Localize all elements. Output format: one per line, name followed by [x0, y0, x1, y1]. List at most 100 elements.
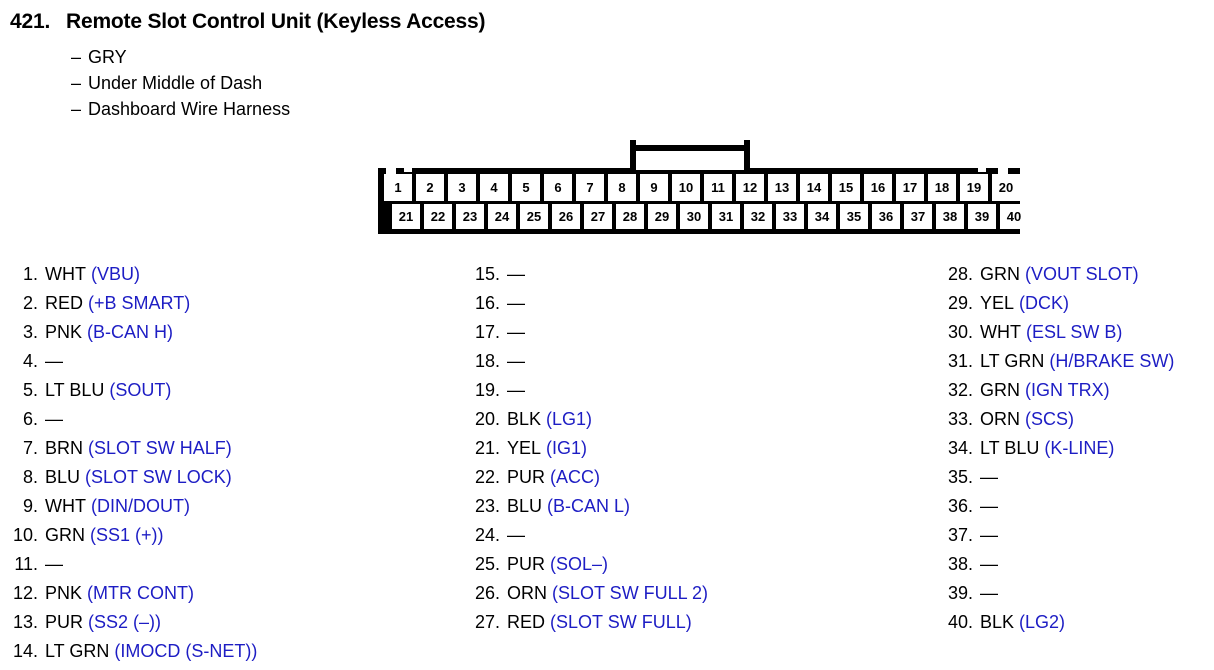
- connector-note: –GRY: [71, 44, 671, 70]
- pin-list-item: 8. BLU(SLOT SW LOCK): [4, 463, 454, 492]
- pin-number: 38.: [947, 554, 973, 574]
- pin-list-item: 14.LT GRN(IMOCD (S-NET)): [4, 637, 454, 666]
- pin-list-item: 27.RED(SLOT SW FULL): [466, 608, 926, 637]
- pin-unused-dash: —: [507, 322, 525, 342]
- connector-pin-24: 24: [488, 204, 516, 229]
- pin-number: 34.: [947, 438, 973, 458]
- pin-function: (SOUT): [109, 380, 172, 400]
- pin-list-item: 24. —: [466, 521, 926, 550]
- pin-wire-color: RED: [507, 612, 546, 632]
- pin-unused-dash: —: [45, 409, 63, 429]
- connector-pin-1: 1: [384, 174, 412, 201]
- pin-wire-color: PUR: [45, 612, 84, 632]
- pin-number: 6.: [22, 409, 38, 429]
- connector-pin-40: 40: [1000, 204, 1028, 229]
- pin-list-item: 36.—: [939, 492, 1214, 521]
- pin-list-item: 4. —: [4, 347, 454, 376]
- pin-number: 8.: [22, 467, 38, 487]
- pin-wire-color: GRN: [980, 264, 1020, 284]
- pin-function: (K-LINE): [1044, 438, 1115, 458]
- pin-unused-dash: —: [980, 467, 998, 487]
- pin-function: (VBU): [90, 264, 140, 284]
- pin-function: (+B SMART): [88, 293, 191, 313]
- pin-number: 24.: [474, 525, 500, 545]
- connector-pin-20: 20: [992, 174, 1020, 201]
- pin-number: 25.: [474, 554, 500, 574]
- pin-list-item: 20.BLK(LG1): [466, 405, 926, 434]
- pin-wire-color: BLK: [507, 409, 542, 429]
- pin-number: 35.: [947, 467, 973, 487]
- pin-list-item: 39.—: [939, 579, 1214, 608]
- connector-pin-2: 2: [416, 174, 444, 201]
- pin-list-item: 3.PNK(B-CAN H): [4, 318, 454, 347]
- latch-post-left: [630, 140, 636, 170]
- pin-number: 2.: [22, 293, 38, 313]
- pin-number: 21.: [474, 438, 500, 458]
- connector-pin-11: 11: [704, 174, 732, 201]
- connector-pin-7: 7: [576, 174, 604, 201]
- connector-pin-25: 25: [520, 204, 548, 229]
- connector-pin-35: 35: [840, 204, 868, 229]
- connector-pin-29: 29: [648, 204, 676, 229]
- pin-unused-dash: —: [45, 351, 63, 371]
- pin-function: (B-CAN L): [547, 496, 631, 516]
- pin-list-item: 29.YEL(DCK): [939, 289, 1214, 318]
- pin-wire-color: BLU: [45, 467, 81, 487]
- pin-list-item: 10. GRN(SS1 (+)): [4, 521, 454, 550]
- connector-pin-9: 9: [640, 174, 668, 201]
- pin-unused-dash: —: [980, 554, 998, 574]
- pin-number: 37.: [947, 525, 973, 545]
- pin-list-item: 25.PUR(SOL–): [466, 550, 926, 579]
- notch-left-inner: [404, 168, 412, 172]
- pin-function: (SLOT SW FULL 2): [552, 583, 709, 603]
- pin-number: 30.: [947, 322, 973, 342]
- pin-function: (SLOT SW LOCK): [85, 467, 232, 487]
- pin-number: 9.: [22, 496, 38, 516]
- connector-pin-18: 18: [928, 174, 956, 201]
- pin-unused-dash: —: [507, 525, 525, 545]
- pin-wire-color: RED: [45, 293, 84, 313]
- pin-list-item: 40.BLK(LG2): [939, 608, 1214, 637]
- pin-unused-dash: —: [507, 264, 525, 284]
- pin-wire-color: BLK: [980, 612, 1015, 632]
- pin-list-item: 35. —: [939, 463, 1214, 492]
- connector-pin-4: 4: [480, 174, 508, 201]
- pin-wire-color: LT BLU: [45, 380, 105, 400]
- note-dash-icon: –: [71, 73, 82, 93]
- pin-list-item: 21.YEL(IG1): [466, 434, 926, 463]
- pin-wire-color: PNK: [45, 583, 83, 603]
- pin-number: 22.: [474, 467, 500, 487]
- pin-number: 26.: [474, 583, 500, 603]
- pin-wire-color: ORN: [980, 409, 1020, 429]
- pin-list-item: 31.LT GRN(H/BRAKE SW): [939, 347, 1214, 376]
- pin-number: 33.: [947, 409, 973, 429]
- pin-wire-color: WHT: [980, 322, 1021, 342]
- pin-function: (SLOT SW FULL): [550, 612, 692, 632]
- pin-wire-color: GRN: [45, 525, 85, 545]
- connector-pin-3: 3: [448, 174, 476, 201]
- pin-number: 17.: [474, 322, 500, 342]
- connector-pin-15: 15: [832, 174, 860, 201]
- pin-function: (SS1 (+)): [90, 525, 164, 545]
- pin-wire-color: LT GRN: [45, 641, 110, 661]
- pin-number: 4.: [22, 351, 38, 371]
- pin-list-item: 2. RED(+B SMART): [4, 289, 454, 318]
- connector-pin-30: 30: [680, 204, 708, 229]
- pin-list-item: 1.WHT(VBU): [4, 260, 454, 289]
- pin-function: (SS2 (–)): [88, 612, 162, 632]
- connector-pin-14: 14: [800, 174, 828, 201]
- connector-pin-33: 33: [776, 204, 804, 229]
- pin-list-item: 6. —: [4, 405, 454, 434]
- pin-number: 10.: [12, 525, 38, 545]
- connector-pin-19: 19: [960, 174, 988, 201]
- pin-list-item: 15.—: [466, 260, 926, 289]
- pin-number: 12.: [12, 583, 38, 603]
- pin-number: 14.: [12, 641, 38, 661]
- connector-pin-32: 32: [744, 204, 772, 229]
- notch-right-outer: [998, 168, 1008, 174]
- connector-pin-36: 36: [872, 204, 900, 229]
- connector-note: –Dashboard Wire Harness: [71, 96, 671, 122]
- connector-notes: –GRY–Under Middle of Dash–Dashboard Wire…: [71, 44, 671, 122]
- connector-pin-8: 8: [608, 174, 636, 201]
